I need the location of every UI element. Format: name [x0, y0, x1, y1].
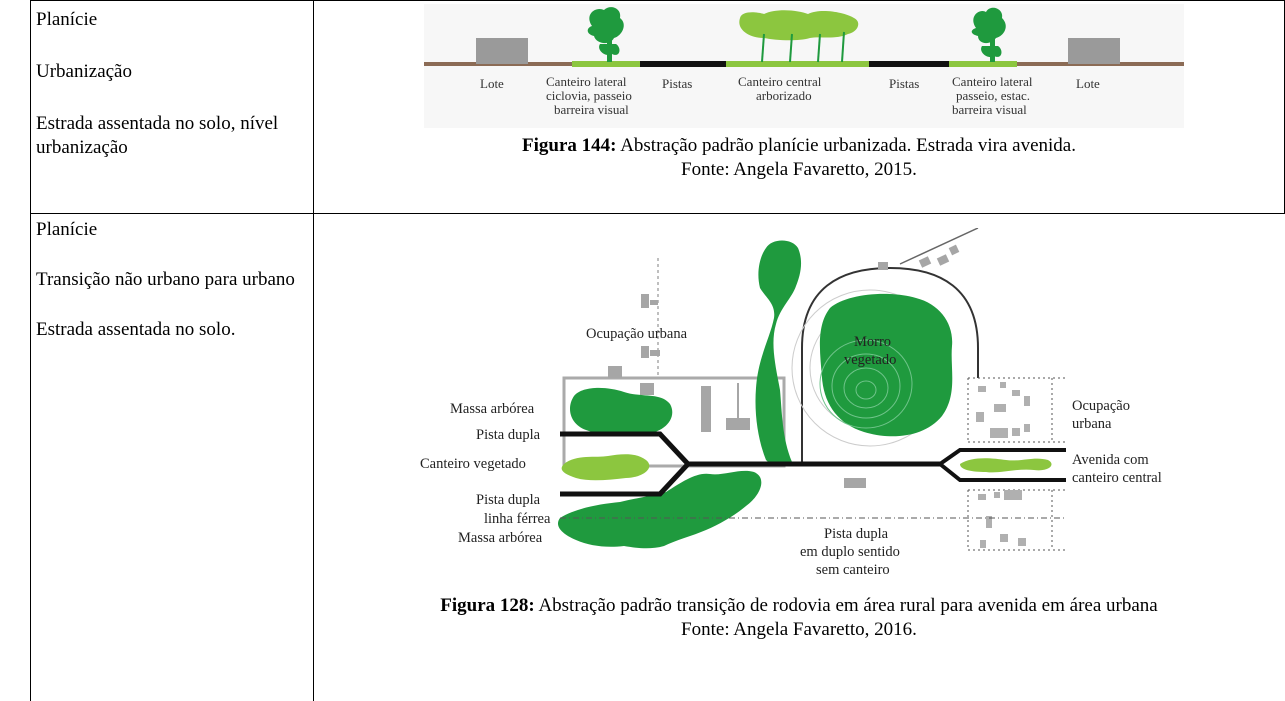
row-divider — [30, 213, 1285, 214]
label-linha-ferrea: linha férrea — [484, 511, 551, 527]
label-pista-dupla-center-2: em duplo sentido — [800, 544, 900, 560]
avenida-canteiro — [960, 458, 1052, 472]
massa-arborea-bottom — [558, 471, 761, 548]
label-canteiro-lateral-left-3: barreira visual — [554, 102, 629, 117]
table-top-border — [30, 0, 1285, 1]
label-pista-dupla-bottom: Pista dupla — [476, 492, 541, 508]
label-lote-right: Lote — [1076, 76, 1100, 91]
lateral-strip-right — [949, 61, 1017, 67]
label-ocupacao-right-2: urbana — [1072, 416, 1112, 432]
row1-relief: Planície — [36, 8, 308, 32]
figure-144-diagram: Lote Canteiro lateral ciclovia, passeio … — [424, 4, 1184, 128]
building — [726, 418, 750, 430]
label-canteiro-central-1: Canteiro central — [738, 74, 822, 89]
building — [641, 346, 649, 358]
lot-right — [1068, 38, 1120, 64]
building — [878, 262, 888, 270]
building — [641, 294, 649, 308]
figure-128-diagram: Morro vegetado — [420, 228, 1190, 584]
building — [919, 256, 931, 267]
figure-128-source: Fonte: Angela Favaretto, 2016. — [314, 618, 1284, 642]
row2-context: Transição não urbano para urbano — [36, 268, 308, 292]
label-massa-arborea-top: Massa arbórea — [450, 401, 535, 417]
label-ocupacao-right-1: Ocupação — [1072, 398, 1130, 414]
figure-144-title: Abstração padrão planície urbanizada. Es… — [620, 135, 1076, 156]
label-avenida-1: Avenida com — [1072, 452, 1149, 468]
figure-128-caption: Figura 128: Abstração padrão transição d… — [314, 594, 1284, 642]
lot-left — [476, 38, 528, 64]
row2-description: Planície Transição não urbano para urban… — [36, 218, 308, 342]
label-avenida-2: canteiro central — [1072, 470, 1162, 486]
figure-144-number: Figura 144: — [522, 135, 616, 156]
building — [650, 350, 660, 356]
label-pistas-right: Pistas — [889, 76, 919, 91]
row1-road-type: Estrada assentada no solo, nível urbaniz… — [36, 112, 308, 160]
label-morro-1: Morro — [854, 334, 891, 350]
massa-arborea-top — [570, 388, 672, 434]
label-massa-arborea-bottom: Massa arbórea — [458, 530, 543, 546]
label-pista-dupla-center-1: Pista dupla — [824, 526, 889, 542]
figure-128-number: Figura 128: — [440, 595, 534, 616]
building — [650, 300, 658, 305]
label-ocupacao-urbana-top: Ocupação urbana — [586, 326, 688, 342]
tall-tree-mass — [755, 241, 801, 466]
central-strip — [726, 61, 869, 67]
label-canteiro-central-2: arborizado — [756, 88, 812, 103]
lateral-strip-left — [572, 61, 640, 67]
label-canteiro-vegetado: Canteiro vegetado — [420, 456, 526, 472]
building — [608, 366, 622, 378]
figure-128-title: Abstração padrão transição de rodovia em… — [538, 595, 1157, 616]
figure-144-source: Fonte: Angela Favaretto, 2015. — [314, 158, 1284, 182]
figure-144-caption: Figura 144: Abstração padrão planície ur… — [314, 134, 1284, 182]
label-canteiro-lateral-right-1: Canteiro lateral — [952, 74, 1033, 89]
label-lote-left: Lote — [480, 76, 504, 91]
label-canteiro-lateral-left-1: Canteiro lateral — [546, 74, 627, 89]
label-canteiro-lateral-left-2: ciclovia, passeio — [546, 88, 632, 103]
building — [701, 386, 711, 432]
label-morro-2: vegetado — [844, 352, 896, 368]
label-pistas-left: Pistas — [662, 76, 692, 91]
label-canteiro-lateral-right-3: barreira visual — [952, 102, 1027, 117]
label-pista-dupla-center-3: sem canteiro — [816, 562, 890, 578]
label-canteiro-lateral-right-2: passeio, estac. — [956, 88, 1030, 103]
row2-road-type: Estrada assentada no solo. — [36, 318, 308, 342]
building — [640, 383, 654, 395]
building — [937, 254, 949, 265]
row1-context: Urbanização — [36, 60, 308, 84]
table-left-border — [30, 0, 31, 701]
row1-description: Planície Urbanização Estrada assentada n… — [36, 8, 308, 160]
building — [949, 245, 960, 256]
row2-relief: Planície — [36, 218, 308, 242]
road-right — [869, 61, 949, 67]
canteiro-vegetado — [562, 454, 650, 480]
road-left — [640, 61, 726, 67]
building — [844, 478, 866, 488]
label-pista-dupla-top: Pista dupla — [476, 427, 541, 443]
